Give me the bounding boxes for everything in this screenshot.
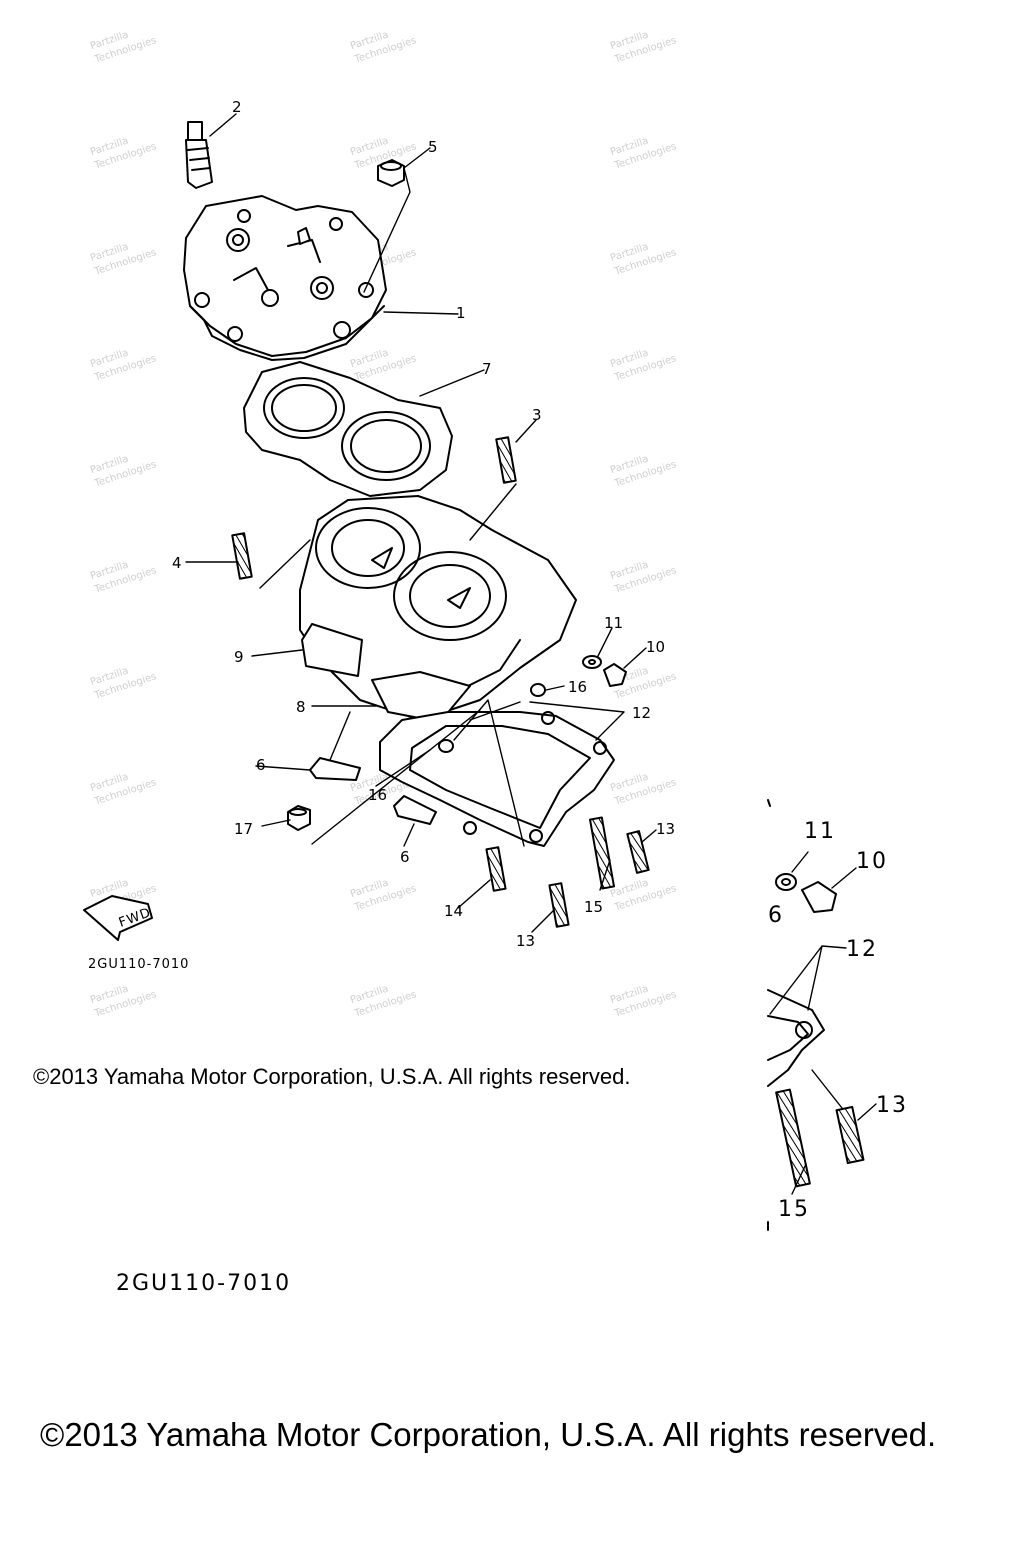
- callout-4: 4: [172, 554, 182, 572]
- zoom-callout-6: 6: [768, 903, 784, 928]
- zoom-callout-labels: 11 10 6 12 13 15: [768, 819, 908, 1222]
- zoom-callout-10: 10: [856, 849, 888, 874]
- diagram-code-partial: 2GU110-7010: [116, 1271, 291, 1296]
- zoom-callout-15: 15: [778, 1197, 810, 1222]
- stud-13a[interactable]: [626, 830, 650, 874]
- cylinder-block[interactable]: [299, 495, 577, 721]
- callout-16a: 16: [568, 678, 587, 696]
- zoom-callout-12: 12: [846, 937, 878, 962]
- callout-3: 3: [532, 406, 542, 424]
- zoom-callout-11: 11: [804, 819, 836, 844]
- callout-16b: 16: [368, 786, 387, 804]
- leader-lines: [185, 113, 657, 933]
- bolt-10[interactable]: [603, 663, 627, 687]
- callout-13b: 13: [516, 932, 535, 950]
- cylinder-head[interactable]: [183, 195, 387, 361]
- callout-14: 14: [444, 902, 463, 920]
- callout-2: 2: [232, 98, 242, 116]
- spark-plug[interactable]: [185, 121, 213, 189]
- callout-10: 10: [646, 638, 665, 656]
- callout-5: 5: [428, 138, 438, 156]
- stud-4[interactable]: [231, 532, 253, 580]
- dowel-16b[interactable]: [438, 739, 454, 753]
- zoom-callout-13: 13: [876, 1093, 908, 1118]
- callout-11: 11: [604, 614, 623, 632]
- stud-14[interactable]: [485, 846, 507, 892]
- callout-7: 7: [482, 360, 492, 378]
- callout-8: 8: [296, 698, 306, 716]
- callout-labels: 2 5 1 7 3 4 9 11 10 16 8 12 6 16 17 13 6…: [172, 98, 675, 950]
- cover-plate-lower[interactable]: [393, 795, 437, 825]
- stud-15[interactable]: [589, 816, 615, 890]
- gasket-8[interactable]: [371, 671, 471, 723]
- zoom-inset: [767, 799, 877, 1231]
- exhaust-gasket-9[interactable]: [301, 623, 363, 677]
- dowel-16a[interactable]: [530, 683, 546, 697]
- head-gasket[interactable]: [243, 361, 453, 497]
- washer-11[interactable]: [582, 655, 602, 669]
- fwd-arrow-icon: [83, 895, 153, 941]
- copyright-notice-large: ©2013 Yamaha Motor Corporation, U.S.A. A…: [40, 1416, 937, 1453]
- nut-5[interactable]: [377, 159, 405, 187]
- callout-6b: 6: [400, 848, 410, 866]
- diagram-code: 2GU110-7010: [88, 957, 189, 972]
- nut-17[interactable]: [287, 805, 311, 831]
- callout-17: 17: [234, 820, 253, 838]
- callout-13a: 13: [656, 820, 675, 838]
- callout-6a: 6: [256, 756, 266, 774]
- cover-plate-upper[interactable]: [309, 757, 361, 781]
- copyright-notice-small: ©2013 Yamaha Motor Corporation, U.S.A. A…: [33, 1064, 631, 1089]
- callout-12: 12: [632, 704, 651, 722]
- base-gasket[interactable]: [379, 711, 615, 847]
- callout-9: 9: [234, 648, 244, 666]
- callout-1: 1: [456, 304, 466, 322]
- callout-15: 15: [584, 898, 603, 916]
- stud-13b[interactable]: [548, 882, 570, 928]
- stud-3[interactable]: [495, 436, 517, 484]
